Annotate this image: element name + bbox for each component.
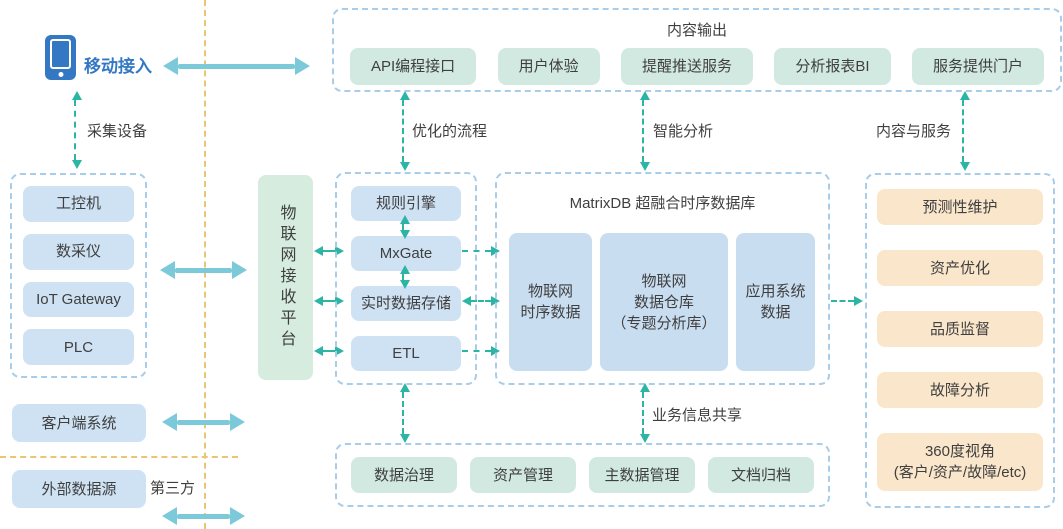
pipeline-group: 规则引擎 MxGate 实时数据存储 ETL [335, 172, 477, 385]
node-industrial-pc: 工控机 [23, 186, 134, 222]
node-data-acquisition: 数采仪 [23, 233, 134, 270]
node-quality-supervision: 品质监督 [877, 311, 1043, 347]
storage-matrixdb-arrow [462, 296, 500, 306]
optimized-process-label: 优化的流程 [412, 123, 488, 140]
mobile-bidirectional-arrow [163, 57, 310, 75]
platform-mxgate-arrow [314, 246, 344, 256]
matrixdb-group: MatrixDB 超融合时序数据库 物联网 时序数据 物联网 数据仓库 （专题分… [495, 172, 830, 385]
matrixdb-row: 物联网 时序数据 物联网 数据仓库 （专题分析库） 应用系统 数据 [497, 233, 828, 371]
rule-engine-mxgate-arrow [400, 215, 410, 239]
phone-screen [50, 39, 71, 69]
platform-etl-arrow [314, 346, 344, 356]
node-api-interface: API编程接口 [350, 48, 477, 85]
mobile-access-label: 移动接入 [84, 57, 152, 76]
node-realtime-storage: 实时数据存储 [351, 286, 461, 321]
intelligent-analysis-arrow [640, 91, 650, 171]
node-iot-data-warehouse: 物联网 数据仓库 （专题分析库） [600, 233, 728, 371]
etl-to-governance-arrow [400, 383, 410, 443]
node-asset-management: 资产管理 [470, 457, 576, 493]
business-sharing-arrow [640, 383, 650, 443]
device-sources-group: 工控机 数采仪 IoT Gateway PLC [10, 173, 147, 378]
content-services-arrow [960, 91, 970, 171]
content-output-title: 内容输出 [666, 22, 727, 39]
horizontal-guide-line [0, 456, 238, 458]
node-user-experience: 用户体验 [497, 48, 600, 85]
etl-to-matrixdb-arrow [462, 346, 500, 356]
node-push-service: 提醒推送服务 [620, 48, 753, 85]
mxgate-storage-arrow [400, 265, 410, 289]
devices-bidirectional-arrow [160, 261, 247, 279]
phone-home-button [58, 72, 63, 77]
optimized-process-arrow [400, 91, 410, 171]
content-output-row: API编程接口 用户体验 提醒推送服务 分析报表BI 服务提供门户 [334, 48, 1060, 85]
matrixdb-to-apps-arrow [831, 296, 863, 306]
iot-platform-label: 物联网接收平台 [277, 204, 295, 351]
iot-platform-box: 物联网接收平台 [258, 175, 313, 380]
collect-devices-arrow [72, 91, 82, 169]
node-application-data: 应用系统 数据 [736, 233, 815, 371]
governance-row: 数据治理 资产管理 主数据管理 文档归档 [337, 445, 828, 505]
client-bidirectional-arrow [162, 413, 245, 431]
content-output-group: 内容输出 API编程接口 用户体验 提醒推送服务 分析报表BI 服务提供门户 [332, 8, 1062, 92]
node-external-data-source: 外部数据源 [12, 470, 146, 508]
node-service-portal: 服务提供门户 [911, 48, 1044, 85]
collect-devices-label: 采集设备 [87, 123, 148, 140]
third-party-label: 第三方 [150, 480, 196, 497]
platform-storage-arrow [314, 296, 344, 306]
node-bi-report: 分析报表BI [774, 48, 891, 85]
mxgate-to-matrixdb-arrow [462, 246, 500, 256]
node-iot-gateway: IoT Gateway [23, 281, 134, 318]
applications-group: 预测性维护 资产优化 品质监督 故障分析 360度视角 (客户/资产/故障/et… [865, 173, 1055, 508]
node-predictive-maintenance: 预测性维护 [877, 189, 1043, 225]
node-etl: ETL [351, 336, 461, 371]
node-document-archive: 文档归档 [708, 457, 814, 493]
node-360-view: 360度视角 (客户/资产/故障/etc) [877, 433, 1043, 491]
external-bidirectional-arrow [162, 507, 245, 525]
vertical-guide-line [204, 0, 206, 529]
node-fault-analysis: 故障分析 [877, 372, 1043, 408]
mobile-device-icon [45, 35, 76, 80]
intelligent-analysis-label: 智能分析 [653, 123, 714, 140]
node-master-data-management: 主数据管理 [589, 457, 695, 493]
content-services-label: 内容与服务 [876, 123, 952, 140]
node-iot-timeseries-data: 物联网 时序数据 [509, 233, 592, 371]
node-data-governance: 数据治理 [351, 457, 457, 493]
business-sharing-label: 业务信息共享 [652, 407, 743, 424]
governance-group: 数据治理 资产管理 主数据管理 文档归档 [335, 443, 830, 507]
node-plc: PLC [23, 329, 134, 365]
node-client-system: 客户端系统 [12, 404, 146, 442]
matrixdb-title: MatrixDB 超融合时序数据库 [569, 195, 756, 212]
node-asset-optimization: 资产优化 [877, 250, 1043, 286]
